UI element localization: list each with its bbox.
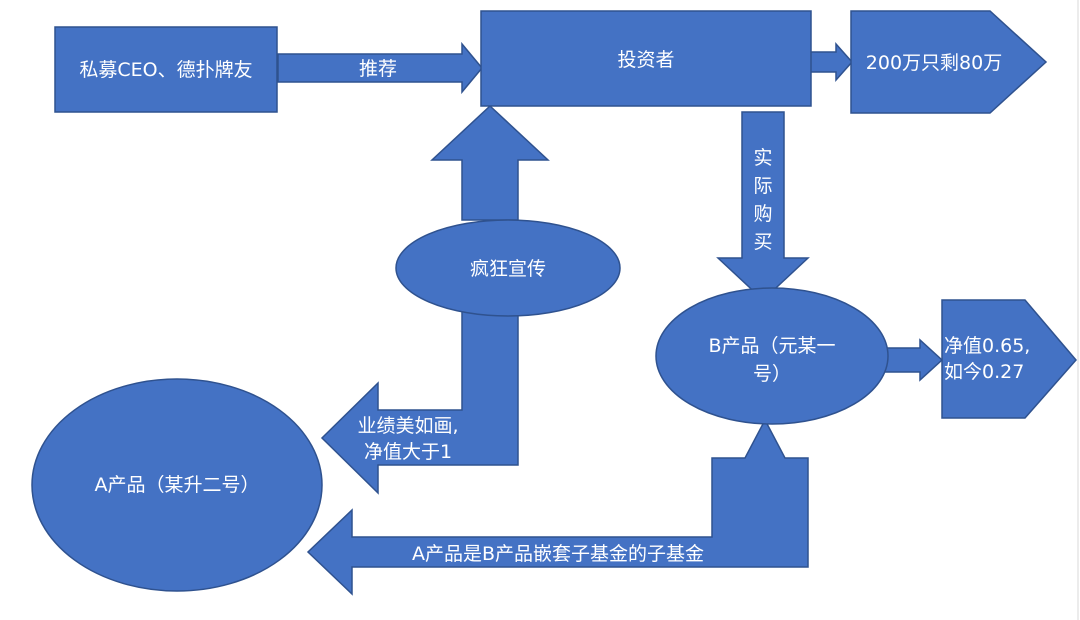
loss-pentagon [850,10,1048,114]
investor-loss-arrow [807,42,854,82]
nav-pentagon [941,299,1077,419]
source-box [54,26,278,113]
b-nav-arrow [884,338,944,382]
product-b-label-2: 号） [753,363,791,385]
recommend-arrow [277,41,483,95]
product-b-ellipse [655,287,889,425]
loss-label: 200万只剩80万 [866,52,1002,74]
nav-label-2: 如今0.27 [944,361,1024,383]
nav-label-1: 净值0.65, [944,335,1030,357]
hype-ellipse [395,219,621,317]
performance-label-1: 业绩美如画, [357,415,458,437]
source-label: 私募CEO、德扑牌友 [79,59,252,81]
purchase-label-4: 买 [753,231,772,253]
investor-box [480,10,812,107]
purchase-label-3: 购 [753,203,772,225]
purchase-label-2: 际 [753,175,772,197]
up-arrow-hype [430,104,550,221]
product-a-ellipse [31,378,323,592]
performance-arrow [320,299,519,495]
nested-label: A产品是B产品嵌套子基金的子基金 [412,543,704,565]
investor-label: 投资者 [617,49,674,71]
product-b-label-1: B产品（元某一 [708,335,835,357]
purchase-arrow [716,111,810,302]
performance-label-2: 净值大于1 [364,441,452,463]
recommend-label: 推荐 [359,58,397,80]
nested-arrow [306,418,809,596]
purchase-label-1: 实 [753,147,772,169]
hype-label: 疯狂宣传 [470,258,546,280]
product-a-label: A产品（某升二号） [95,474,260,496]
